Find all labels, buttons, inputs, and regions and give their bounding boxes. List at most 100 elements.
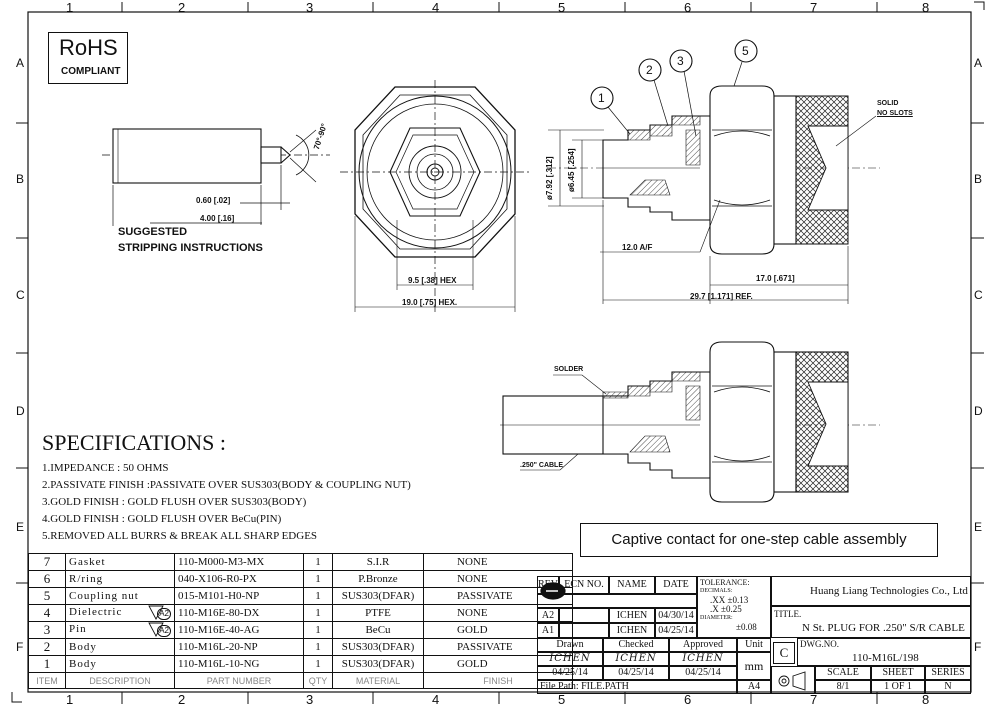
bom-description: Pin [69, 623, 87, 635]
file-path: File Path: FILE.PATH [537, 680, 737, 694]
rev-a2: A2 [537, 608, 559, 623]
zone-col-8-bottom: 8 [922, 692, 930, 707]
bom-material: SUS303(DFAR) [341, 658, 415, 670]
rev-a1: A1 [537, 623, 559, 638]
bom-material: S.I.R [366, 556, 390, 568]
strip-dim-b: 4.00 [.16] [200, 214, 235, 223]
zone-row-c-right: C [974, 288, 983, 302]
balloon-1: 1 [598, 91, 605, 105]
bom-item: 6 [43, 571, 51, 586]
zone-col-7-bottom: 7 [810, 692, 818, 707]
rev-a1-ecn [559, 623, 609, 638]
spec-line-4: 4.GOLD FINISH : GOLD FLUSH OVER BeCu(PIN… [42, 513, 282, 525]
drawn-label: Drawn [537, 638, 603, 652]
dwg-number: 110-M16L/198 [852, 652, 919, 664]
zone-col-3: 3 [306, 0, 314, 15]
tol-dia: ±0.08 [736, 622, 757, 632]
rohs-badge: RoHS COMPLIANT [48, 32, 128, 84]
rev-hdr-ecn: ECN NO. [559, 576, 609, 594]
zone-row-f: F [16, 640, 24, 654]
zone-row-b: B [16, 172, 25, 186]
projection-symbol [778, 671, 806, 691]
bom-finish: NONE [457, 573, 488, 585]
zone-row-c: C [16, 288, 25, 302]
bom-item: 7 [43, 554, 51, 569]
spec-line-2: 2.PASSIVATE FINISH :PASSIVATE OVER SUS30… [42, 479, 411, 491]
approved-date: 04/25/14 [669, 666, 737, 680]
zone-col-2-bottom: 2 [178, 692, 186, 707]
bom-item: 5 [43, 588, 51, 603]
company-name: Huang Liang Technologies Co., Ltd [771, 576, 971, 606]
tol-x: .X ±0.25 [710, 604, 742, 614]
paper-size: A4 [737, 680, 771, 694]
bom-part-number: 110-M000-M3-MX [178, 556, 265, 568]
checked-label: Checked [603, 638, 669, 652]
bom-description: Dielectric [69, 606, 123, 618]
balloon-5: 5 [742, 44, 749, 58]
unit-label: Unit [737, 638, 771, 652]
spec-line-3: 3.GOLD FINISH : GOLD FLUSH OVER SUS303(B… [42, 496, 307, 508]
zone-col-5: 5 [558, 0, 566, 15]
sheet-label: SHEET [871, 666, 925, 680]
bom-description: R/ring [69, 573, 104, 585]
bom-part-number: 110-M16L-10-NG [178, 658, 260, 670]
bom-description: Body [69, 641, 97, 653]
rev-hdr-rev: REV [537, 576, 559, 594]
bom-material: SUS303(DFAR) [341, 641, 415, 653]
bom-header-cell: MATERIAL [355, 675, 401, 686]
zone-row-f-right: F [974, 640, 982, 654]
bom-item: 3 [43, 622, 51, 637]
approved-signature: ICHEN [669, 652, 737, 666]
drawing-title: N St. PLUG FOR .250" S/R CABLE [802, 622, 965, 634]
zone-row-a-right: A [974, 56, 983, 70]
bom-part-number: 040-X106-R0-PX [178, 573, 257, 585]
bom-qty: 1 [315, 556, 321, 568]
bom-description: Body [69, 658, 97, 670]
rev-a1-name: ICHEN [609, 623, 655, 638]
bom-qty: 1 [315, 624, 321, 636]
bom-part-number: 015-M101-H0-NP [178, 590, 260, 602]
stripping-view [102, 128, 330, 226]
dia-inner: ø6.45 [.254] [567, 148, 576, 192]
bom-material: PTFE [365, 607, 391, 619]
bom-part-number: 110-M16E-80-DX [178, 607, 260, 619]
bom-description: Gasket [69, 556, 106, 568]
bom-header-cell: DESCRIPTION [89, 675, 151, 686]
dwg-cell: DWG.NO. 110-M16L/198 [797, 638, 971, 666]
sheet-value: 1 OF 1 [871, 680, 925, 694]
rohs-title: RoHS [59, 35, 118, 60]
spec-line-1: 1.IMPEDANCE : 50 OHMS [42, 462, 169, 474]
bom-material: BeCu [365, 624, 391, 636]
af-dim: 12.0 A/F [622, 243, 653, 252]
balloon-2: 2 [646, 63, 653, 77]
bom-header-cell: PART NUMBER [206, 675, 272, 686]
bom-qty: 1 [315, 658, 321, 670]
bom-description: Coupling nut [69, 590, 139, 602]
scale-value: 8/1 [815, 680, 871, 694]
bom-header-cell: ITEM [36, 675, 58, 686]
len-ref-dim: 29.7 [1.171] REF. [690, 292, 753, 301]
bom-finish: GOLD [457, 624, 488, 636]
zone-row-e: E [16, 520, 25, 534]
projection-cell [771, 666, 815, 694]
zone-row-d-right: D [974, 404, 983, 418]
assembly-view [500, 341, 880, 503]
tolerance-label: TOLERANCE: [700, 578, 750, 587]
zone-col-5-bottom: 5 [558, 692, 566, 707]
rev-blank-row [537, 594, 697, 608]
rev-a1-date: 04/25/14 [655, 623, 697, 638]
bom-finish: NONE [457, 556, 488, 568]
zone-col-8: 8 [922, 0, 930, 15]
zone-col-2: 2 [178, 0, 186, 15]
diameter-label: DIAMETER: [700, 615, 733, 621]
bom-row: 7 Gasket 110-M000-M3-MX 1 S.I.R NONE [28, 553, 573, 571]
bom-finish: NONE [457, 607, 488, 619]
zone-col-7: 7 [810, 0, 818, 15]
bom-item: 1 [43, 656, 51, 671]
